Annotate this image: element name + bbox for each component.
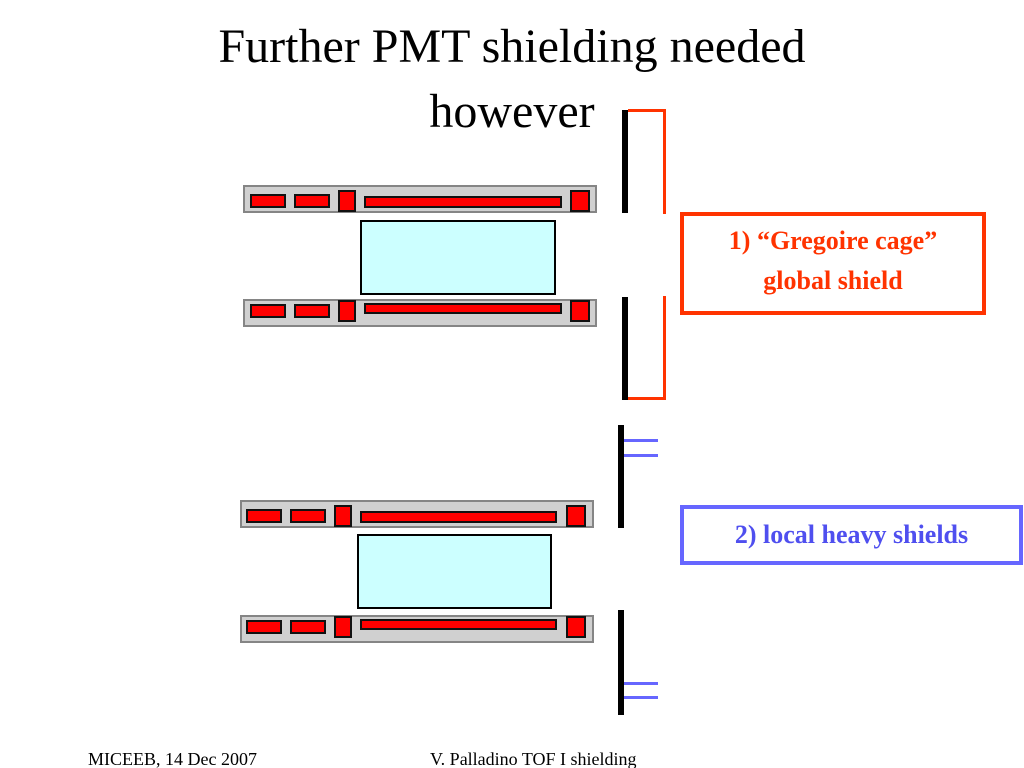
red-strip: [290, 620, 326, 634]
title-line-2: however: [429, 85, 595, 138]
footer-left: MICEEB, 14 Dec 2007: [88, 749, 257, 768]
red-strip: [294, 194, 330, 208]
footer-center: V. Palladino TOF I shielding: [430, 749, 637, 768]
local-shields-label-text: 2) local heavy shields: [734, 520, 969, 549]
blue-shield-line: [624, 454, 658, 457]
red-long-bar: [364, 303, 562, 314]
black-wall-segment: [618, 610, 624, 715]
red-strip: [294, 304, 330, 318]
gray-rail: [240, 500, 594, 528]
red-square: [570, 190, 590, 212]
blue-shield-line: [624, 439, 658, 442]
orange-bracket-upper-side: [663, 109, 666, 214]
title-line-1: Further PMT shielding needed: [218, 20, 806, 73]
red-strip: [246, 509, 282, 523]
red-square: [566, 616, 586, 638]
red-square: [338, 300, 356, 322]
blue-shield-line: [624, 696, 658, 699]
gray-rail: [243, 185, 597, 213]
red-strip: [250, 194, 286, 208]
orange-bracket-bottom: [628, 397, 666, 400]
red-long-bar: [360, 619, 557, 630]
orange-bracket-top: [628, 109, 666, 112]
gray-rail: [243, 299, 597, 327]
red-strip: [246, 620, 282, 634]
blue-shield-line: [624, 682, 658, 685]
black-wall-segment: [622, 297, 628, 400]
global-shield-label-line-2: global shield: [763, 266, 903, 295]
red-long-bar: [364, 196, 562, 208]
red-square: [566, 505, 586, 527]
red-square: [338, 190, 356, 212]
global-shield-label-line-1: 1) “Gregoire cage”: [728, 226, 938, 255]
red-square: [334, 616, 352, 638]
global-shield-label: 1) “Gregoire cage” global shield: [680, 212, 986, 315]
cyan-box: [360, 220, 556, 295]
red-strip: [250, 304, 286, 318]
cyan-box: [357, 534, 552, 609]
red-long-bar: [360, 511, 557, 523]
gray-rail: [240, 615, 594, 643]
red-square: [570, 300, 590, 322]
local-shields-label: 2) local heavy shields: [680, 505, 1023, 565]
orange-bracket-lower-side: [663, 296, 666, 400]
red-square: [334, 505, 352, 527]
red-strip: [290, 509, 326, 523]
black-wall-segment: [618, 425, 624, 528]
black-wall-segment: [622, 110, 628, 213]
